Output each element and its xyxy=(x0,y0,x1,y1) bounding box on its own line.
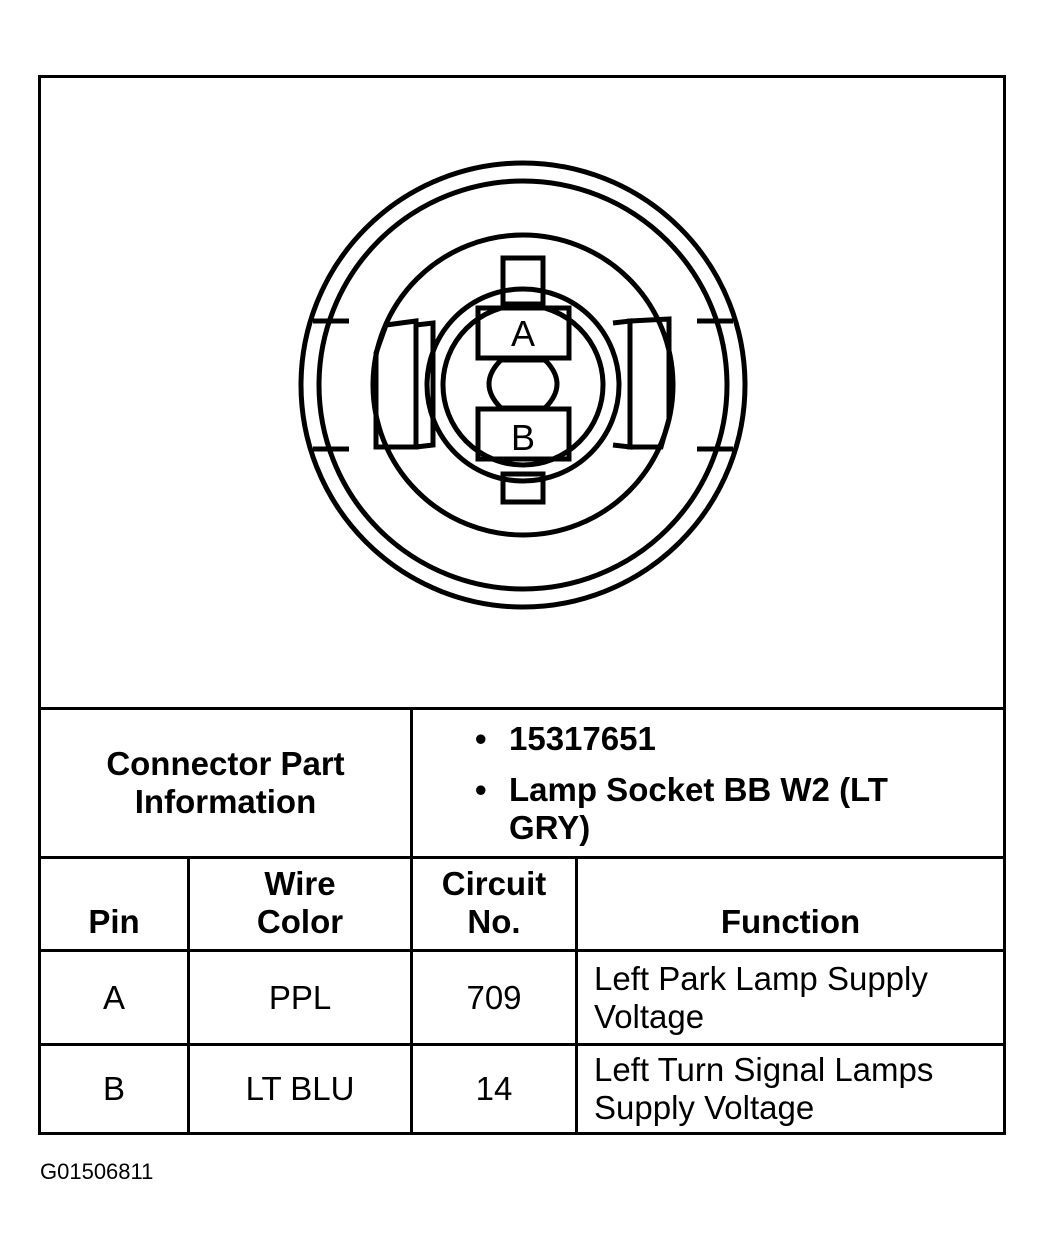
center-contact xyxy=(486,357,560,411)
left-latch-inner xyxy=(415,320,436,450)
outer-ring xyxy=(298,160,748,610)
right-latch-inner xyxy=(612,318,633,450)
divider-col-pin xyxy=(187,859,190,1132)
connector-face-drawing: A B xyxy=(298,160,748,610)
header-wire-color: Wire Color xyxy=(256,865,344,940)
connector-description: Lamp Socket BB W2 (LT GRY) xyxy=(509,771,888,846)
connector-info-item: • 15317651 xyxy=(475,720,1003,758)
pin-a-label: A xyxy=(511,313,535,354)
header-pin: Pin xyxy=(88,903,140,940)
row-b-circuit-no: 14 xyxy=(475,1070,513,1107)
connector-info-list: • 15317651 • Lamp Socket BB W2 (LT GRY) xyxy=(413,710,1003,856)
socket-ring-outer xyxy=(424,286,622,484)
row-b-wire-color: LT BLU xyxy=(245,1070,355,1107)
pin-b-label: B xyxy=(511,417,535,458)
bottom-key-tab xyxy=(500,471,546,505)
connector-figure-frame: A B Connector Part Information • 1531765… xyxy=(38,75,1006,1135)
ring-notches xyxy=(313,318,733,452)
row-a-function: Left Park Lamp Supply Voltage xyxy=(594,959,928,1035)
divider-col-circuit xyxy=(575,859,578,1132)
connector-info-item: • Lamp Socket BB W2 (LT GRY) xyxy=(475,771,1003,847)
header-circuit-no: Circuit No. xyxy=(441,865,547,940)
connector-part-number: 15317651 xyxy=(509,720,656,757)
divider-info xyxy=(410,710,413,856)
row-b-function: Left Turn Signal Lamps Supply Voltage xyxy=(594,1051,934,1126)
header-function: Function xyxy=(720,903,861,940)
left-latch xyxy=(373,318,419,450)
bullet-icon: • xyxy=(475,771,487,808)
connector-face-diagram: A B xyxy=(41,78,1003,708)
top-key-tab xyxy=(500,255,546,307)
divider-row-a xyxy=(41,1043,1003,1046)
bullet-icon: • xyxy=(475,720,487,757)
row-a-circuit-no: 709 xyxy=(466,978,522,1016)
divider-col-wire xyxy=(410,859,413,1132)
row-a-pin: A xyxy=(102,978,125,1016)
row-a-wire-color: PPL xyxy=(268,978,332,1016)
row-b-pin: B xyxy=(102,1070,125,1107)
divider-diagram xyxy=(41,707,1003,710)
inner-housing-ring xyxy=(370,232,676,538)
connector-info-label: Connector Part Information xyxy=(106,745,345,820)
divider-info-table xyxy=(41,856,1003,859)
divider-header xyxy=(41,949,1003,952)
figure-id: G01506811 xyxy=(40,1159,154,1184)
second-ring xyxy=(316,178,730,592)
